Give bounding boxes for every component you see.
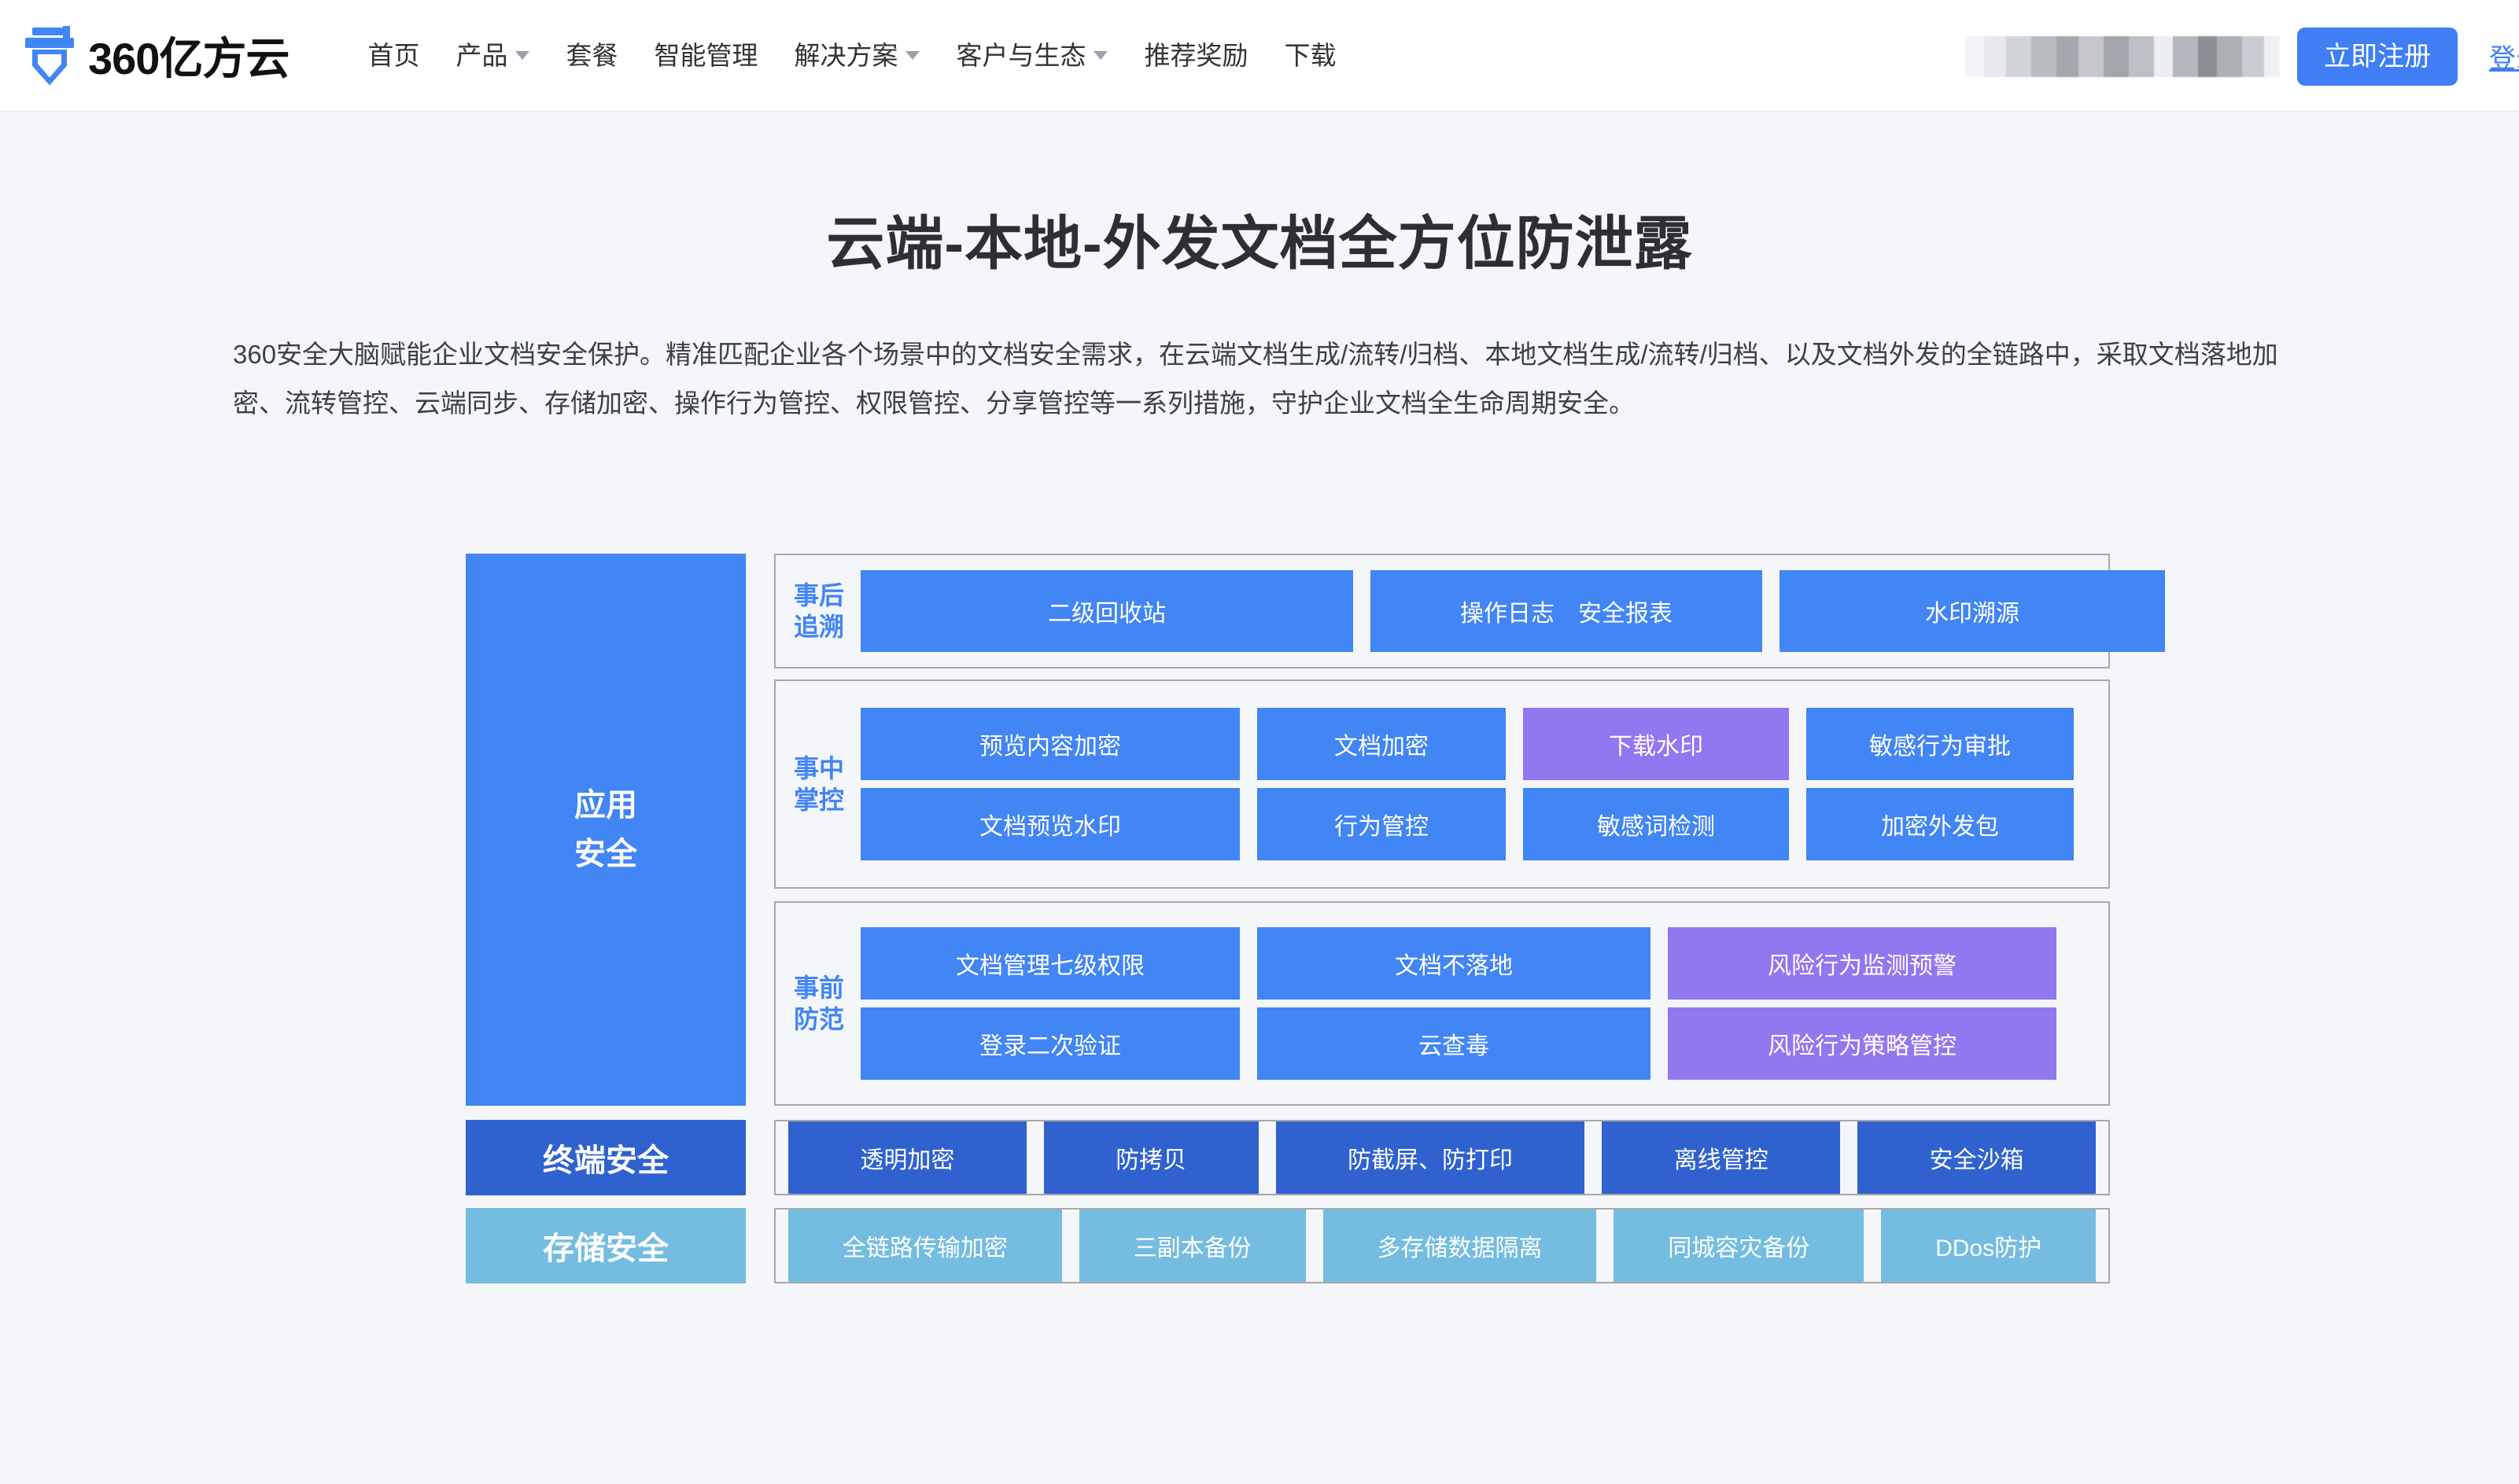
category-application-security: 应用 安全 [466, 554, 746, 1106]
chevron-down-icon [515, 51, 530, 60]
nav-item-smart-management[interactable]: 智能管理 [654, 0, 758, 111]
panel-pre-incident-prevention: 事前 防范 文档管理七级权限 文档不落地 风险行为监测预警 登录二次验证 云查毒… [774, 901, 2110, 1106]
feature-tile-same-city-disaster-recovery[interactable]: 同城容灾备份 [1614, 1210, 1864, 1282]
brand-logo[interactable]: 360亿方云 [24, 0, 290, 111]
tile-row: 透明加密 防拷贝 防截屏、防打印 离线管控 安全沙箱 [788, 1121, 2096, 1194]
phase-label-line1: 事前 [793, 974, 844, 1002]
tile-row: 登录二次验证 云查毒 风险行为策略管控 [861, 1007, 2097, 1080]
nav-item-customers-ecosystem[interactable]: 客户与生态 [956, 0, 1108, 111]
phase-label-line2: 防范 [793, 1005, 844, 1033]
nav-item-referral-rewards[interactable]: 推荐奖励 [1144, 0, 1248, 111]
tile-row: 预览内容加密 文档加密 下载水印 敏感行为审批 [861, 708, 2097, 780]
feature-tile-risk-behavior-policy-control[interactable]: 风险行为策略管控 [1668, 1007, 2056, 1080]
feature-tile-risk-behavior-monitoring-alert[interactable]: 风险行为监测预警 [1668, 927, 2056, 1000]
feature-tile-full-link-transmission-encryption[interactable]: 全链路传输加密 [788, 1210, 1062, 1282]
category-terminal-security: 终端安全 [466, 1120, 746, 1195]
feature-tile-no-local-storage[interactable]: 文档不落地 [1257, 927, 1650, 1000]
category-label-line1: 应用 [574, 788, 637, 823]
chevron-down-icon [1094, 51, 1108, 60]
feature-tile-anti-screenshot-print[interactable]: 防截屏、防打印 [1275, 1121, 1585, 1194]
feature-tile-offline-control[interactable]: 离线管控 [1602, 1121, 1841, 1194]
phase-label-line1: 事中 [793, 754, 844, 783]
chevron-down-icon [905, 51, 920, 60]
feature-tile-download-watermark[interactable]: 下载水印 [1523, 708, 1789, 780]
feature-tile-behavior-control[interactable]: 行为管控 [1257, 788, 1506, 860]
register-button[interactable]: 立即注册 [2297, 27, 2458, 86]
phase-label-line2: 掌控 [793, 786, 844, 814]
security-architecture-diagram: 应用 安全 终端安全 存储安全 事后 追溯 二级回收站 操作日志 安全报表 水印… [466, 554, 2165, 1436]
category-storage-security: 存储安全 [466, 1208, 746, 1283]
nav-item-download[interactable]: 下载 [1284, 0, 1336, 111]
tile-row: 全链路传输加密 三副本备份 多存储数据隔离 同城容灾备份 DDos防护 [788, 1210, 2096, 1282]
tile-area: 全链路传输加密 三副本备份 多存储数据隔离 同城容灾备份 DDos防护 [776, 1210, 2108, 1282]
page-description: 360安全大脑赋能企业文档安全保护。精准匹配企业各个场景中的文档安全需求，在云端… [233, 340, 2278, 418]
brand-logo-icon [24, 25, 76, 86]
nav-item-label: 套餐 [566, 41, 618, 70]
feature-tile-secure-sandbox[interactable]: 安全沙箱 [1857, 1121, 2096, 1194]
nav-item-label: 智能管理 [654, 41, 758, 70]
feature-tile-three-replica-backup[interactable]: 三副本备份 [1079, 1210, 1306, 1282]
feature-tile-watermark-tracing[interactable]: 水印溯源 [1780, 570, 2165, 652]
nav-item-label: 首页 [367, 41, 420, 70]
page-title: 云端-本地-外发文档全方位防泄露 [826, 211, 1693, 276]
tile-area: 透明加密 防拷贝 防截屏、防打印 离线管控 安全沙箱 [776, 1121, 2108, 1194]
feature-tile-second-level-recycle-bin[interactable]: 二级回收站 [861, 570, 1353, 652]
category-label-line2: 安全 [574, 837, 637, 871]
panel-terminal-security: 透明加密 防拷贝 防截屏、防打印 离线管控 安全沙箱 [774, 1120, 2110, 1195]
panel-in-process-control: 事中 掌控 预览内容加密 文档加密 下载水印 敏感行为审批 文档预览水印 行为管… [774, 679, 2110, 889]
feature-tile-document-encryption[interactable]: 文档加密 [1257, 708, 1506, 780]
feature-tile-sensitive-behavior-approval[interactable]: 敏感行为审批 [1806, 708, 2074, 780]
feature-panels: 事后 追溯 二级回收站 操作日志 安全报表 水印溯源 事中 掌控 预览内容加密 … [774, 554, 2165, 1436]
tile-row: 文档管理七级权限 文档不落地 风险行为监测预警 [861, 927, 2097, 1000]
nav-item-label: 解决方案 [794, 41, 898, 70]
login-link[interactable]: 登录 [2489, 44, 2519, 74]
feature-tile-login-two-factor[interactable]: 登录二次验证 [861, 1007, 1240, 1080]
feature-tile-seven-level-permissions[interactable]: 文档管理七级权限 [861, 927, 1240, 1000]
feature-tile-anti-copy[interactable]: 防拷贝 [1043, 1121, 1259, 1194]
feature-tile-sensitive-word-detection[interactable]: 敏感词检测 [1523, 788, 1789, 860]
nav-item-home[interactable]: 首页 [367, 0, 419, 111]
feature-tile-cloud-antivirus[interactable]: 云查毒 [1257, 1007, 1650, 1080]
feature-tile-operation-log-security-report[interactable]: 操作日志 安全报表 [1370, 570, 1762, 652]
phase-label-line2: 追溯 [793, 613, 844, 641]
nav-item-label: 产品 [455, 41, 508, 70]
nav-item-products[interactable]: 产品 [455, 0, 530, 111]
phase-label-pre-incident: 事前 防范 [788, 972, 850, 1035]
phase-label-in-process: 事中 掌控 [788, 753, 850, 816]
brand-name: 360亿方云 [88, 34, 290, 83]
nav-actions: 立即注册 登录 [1965, 0, 2519, 112]
tile-area: 预览内容加密 文档加密 下载水印 敏感行为审批 文档预览水印 行为管控 敏感词检… [850, 708, 2108, 860]
feature-tile-encrypted-outgoing-package[interactable]: 加密外发包 [1806, 788, 2074, 860]
tile-area: 文档管理七级权限 文档不落地 风险行为监测预警 登录二次验证 云查毒 风险行为策… [850, 927, 2108, 1080]
feature-tile-multi-storage-data-isolation[interactable]: 多存储数据隔离 [1322, 1210, 1597, 1282]
nav-item-label: 客户与生态 [956, 41, 1086, 70]
panel-storage-security: 全链路传输加密 三副本备份 多存储数据隔离 同城容灾备份 DDos防护 [774, 1208, 2110, 1283]
feature-tile-preview-content-encryption[interactable]: 预览内容加密 [861, 708, 1240, 780]
tile-row: 文档预览水印 行为管控 敏感词检测 加密外发包 [861, 788, 2097, 860]
feature-tile-transparent-encryption[interactable]: 透明加密 [788, 1121, 1027, 1194]
panel-post-incident-tracing: 事后 追溯 二级回收站 操作日志 安全报表 水印溯源 [774, 554, 2165, 668]
nav-item-plans[interactable]: 套餐 [566, 0, 618, 111]
top-navigation-bar: 360亿方云 首页 产品 套餐 智能管理 解决方案 客户与生态 推荐奖励 下载 [0, 0, 2519, 112]
tile-area: 二级回收站 操作日志 安全报表 水印溯源 [850, 570, 2176, 652]
phase-label-line1: 事后 [793, 581, 844, 609]
nav-item-solutions[interactable]: 解决方案 [794, 0, 920, 111]
category-column: 应用 安全 终端安全 存储安全 [466, 554, 746, 1436]
feature-tile-document-preview-watermark[interactable]: 文档预览水印 [861, 788, 1240, 860]
redacted-contact-info [1965, 35, 2280, 77]
phase-label-post-incident: 事后 追溯 [788, 580, 850, 643]
feature-tile-ddos-protection[interactable]: DDos防护 [1881, 1210, 2096, 1282]
main-menu: 首页 产品 套餐 智能管理 解决方案 客户与生态 推荐奖励 下载 [367, 0, 1336, 111]
nav-item-label: 下载 [1284, 41, 1337, 70]
tile-row: 二级回收站 操作日志 安全报表 水印溯源 [861, 570, 2165, 652]
nav-item-label: 推荐奖励 [1144, 41, 1248, 70]
